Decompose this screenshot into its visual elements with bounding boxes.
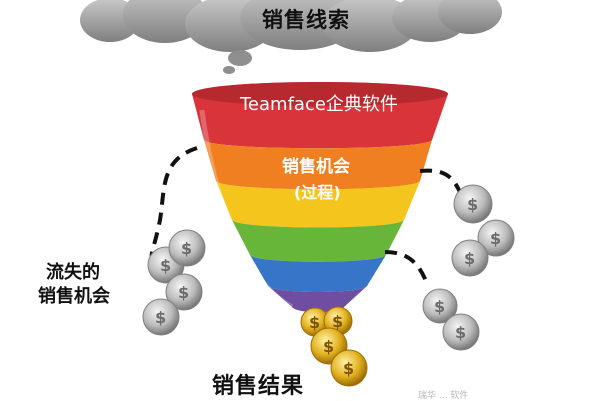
funnel-band-6 bbox=[268, 286, 367, 313]
sales-opportunity-label: 销售机会 bbox=[282, 157, 350, 177]
coin-symbol: $ bbox=[332, 312, 343, 331]
coin-symbol: $ bbox=[160, 256, 171, 275]
coin-symbol: $ bbox=[464, 249, 475, 268]
sales-result-label: 销售结果 bbox=[212, 374, 305, 399]
lost-label-line-1: 流失的 bbox=[46, 262, 100, 283]
gold-symbols: $ $ $ $ bbox=[309, 312, 354, 378]
coin-symbol: $ bbox=[309, 313, 320, 332]
coin-symbols: $ $ $ $ $ $ $ $ $ bbox=[155, 195, 501, 342]
coin-symbol: $ bbox=[343, 359, 354, 378]
coin-symbol: $ bbox=[181, 239, 192, 258]
process-label: (过程) bbox=[294, 183, 341, 202]
funnel-band-2 bbox=[204, 140, 432, 190]
lost-label-line-2: 销售机会 bbox=[38, 286, 110, 307]
brand-label: Teamface企典软件 bbox=[240, 94, 398, 115]
lost-right-arrow-bottom bbox=[384, 250, 430, 287]
lost-coins-left bbox=[142, 229, 206, 336]
lost-left-arrow bbox=[149, 146, 198, 260]
coin-symbol: $ bbox=[467, 195, 478, 214]
funnel-band-3 bbox=[216, 181, 420, 228]
funnel-rim bbox=[192, 82, 448, 106]
funnel-band-5 bbox=[250, 255, 386, 292]
lost-coins-right-top bbox=[451, 184, 515, 277]
coin-symbol: $ bbox=[490, 229, 501, 248]
sales-funnel bbox=[192, 82, 448, 313]
lost-right-arrow-top bbox=[419, 168, 464, 197]
funnel-band-4 bbox=[232, 220, 404, 262]
lost-coins-right-bottom bbox=[422, 288, 480, 351]
coin-symbol: $ bbox=[323, 337, 334, 356]
coin-symbol: $ bbox=[455, 323, 466, 342]
cloud-shape bbox=[80, 0, 502, 74]
coin-symbol: $ bbox=[155, 308, 166, 327]
coin-symbol: $ bbox=[434, 297, 445, 316]
coin-symbol: $ bbox=[178, 283, 189, 302]
sales-leads-label: 销售线索 bbox=[262, 8, 350, 32]
faint-watermark-text: 瑞华 ... 软件 bbox=[418, 391, 469, 401]
result-coins bbox=[300, 306, 368, 387]
